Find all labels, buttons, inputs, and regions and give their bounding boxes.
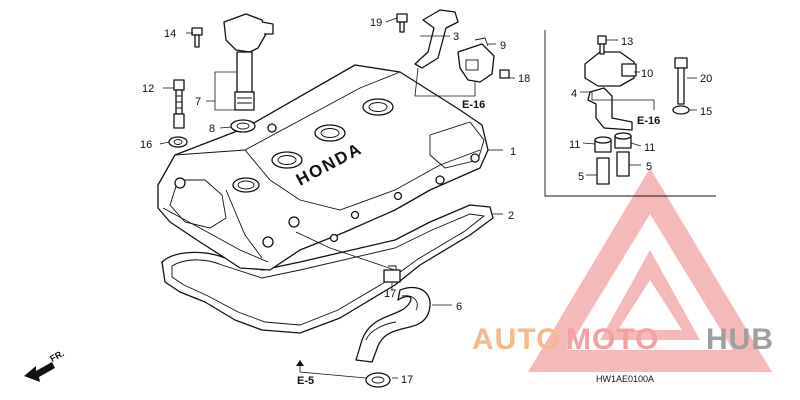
sensor-10 — [584, 51, 637, 87]
plug-well-4 — [232, 177, 260, 193]
bolt-14 — [191, 27, 203, 48]
sensor-9 — [457, 37, 495, 83]
plug-wells — [232, 98, 394, 193]
seal-8 — [230, 119, 256, 133]
part-label-13: 13 — [621, 36, 633, 48]
ignition-coil-connector — [261, 21, 274, 35]
plug-well-1 — [271, 151, 303, 169]
cover-mid-ridge — [244, 149, 481, 211]
part-label-1: 1 — [510, 146, 516, 158]
part-label-10: 10 — [641, 68, 653, 80]
ignition-coil — [223, 13, 274, 111]
part-label-16: 16 — [140, 139, 152, 151]
part-label-3: 3 — [453, 31, 459, 43]
cover-end-edge — [225, 189, 263, 259]
grommet-11-right — [614, 132, 632, 149]
bolt-13 — [597, 35, 607, 55]
part-label-7: 7 — [195, 96, 201, 108]
part-label-8: 8 — [209, 123, 215, 135]
bolt-18 — [499, 69, 510, 79]
bolt-12 — [173, 79, 185, 129]
washer-15 — [672, 105, 690, 115]
part-label-20: 20 — [700, 73, 712, 85]
plug-well-2 — [314, 124, 346, 142]
collar-5-right — [616, 151, 630, 177]
part-number-labels: 1 2 3 4 5 5 6 7 8 9 10 11 11 12 13 14 15… — [140, 17, 712, 386]
part-label-2: 2 — [508, 210, 514, 222]
bracket-4 — [587, 87, 633, 131]
watermark-word-moto: MOTO — [566, 323, 659, 356]
gasket-inner-edge — [171, 213, 486, 326]
ignition-coil-boot — [234, 91, 255, 111]
watermark-logo — [528, 168, 772, 372]
part-label-9: 9 — [500, 40, 506, 52]
watermark-word-hub: HUB — [706, 323, 774, 356]
part-label-17-lower: 17 — [401, 374, 413, 386]
part-label-5-right: 5 — [646, 161, 652, 173]
cover-end-boss — [169, 179, 227, 229]
ref-e5-arrow — [296, 360, 304, 366]
inset-frame — [544, 30, 716, 197]
part-label-11-right: 11 — [644, 142, 655, 154]
watermark-word-auto: AUTO — [472, 323, 560, 356]
front-arrow-label: FR. — [48, 348, 65, 364]
cover-top-ridge — [174, 71, 401, 156]
part-label-4: 4 — [571, 88, 577, 100]
ref-e16-main: E-16 — [462, 99, 485, 111]
cylinder-head-cover — [157, 64, 489, 271]
part-label-6: 6 — [456, 301, 462, 313]
part-label-14: 14 — [164, 28, 176, 40]
grommet-11-left — [594, 136, 612, 153]
washer-16 — [168, 136, 188, 148]
watermark-inner-triangle — [600, 250, 700, 340]
watermark-text: AUTO MOTO HUB — [472, 323, 774, 356]
ignition-coil-head — [223, 13, 267, 53]
diagram-code: HW1AE0100A — [596, 374, 654, 384]
ignition-coil-body — [236, 51, 253, 93]
part-label-17-upper: 17 — [384, 288, 396, 300]
collar-5-left — [596, 157, 610, 185]
plug-well-3 — [362, 98, 394, 116]
front-arrow-icon — [24, 362, 55, 382]
part-label-15: 15 — [700, 106, 712, 118]
part-label-19: 19 — [370, 17, 382, 29]
ref-e16-inset: E-16 — [637, 115, 660, 127]
breather-hose — [355, 286, 431, 363]
bolt-20 — [674, 57, 688, 105]
hose-clamp-17-lower — [365, 372, 391, 388]
watermark-triangle — [528, 168, 772, 372]
cover-gasket — [161, 204, 494, 334]
front-direction-indicator: FR. — [24, 348, 66, 382]
part-label-11-left: 11 — [569, 139, 580, 151]
part-label-5-left: 5 — [578, 171, 584, 183]
ref-e5: E-5 — [297, 375, 314, 387]
bracket-3 — [414, 9, 459, 69]
part-label-18: 18 — [518, 73, 530, 85]
cover-bosses — [174, 123, 480, 248]
bolt-19 — [396, 13, 408, 33]
part-label-12: 12 — [142, 83, 154, 95]
